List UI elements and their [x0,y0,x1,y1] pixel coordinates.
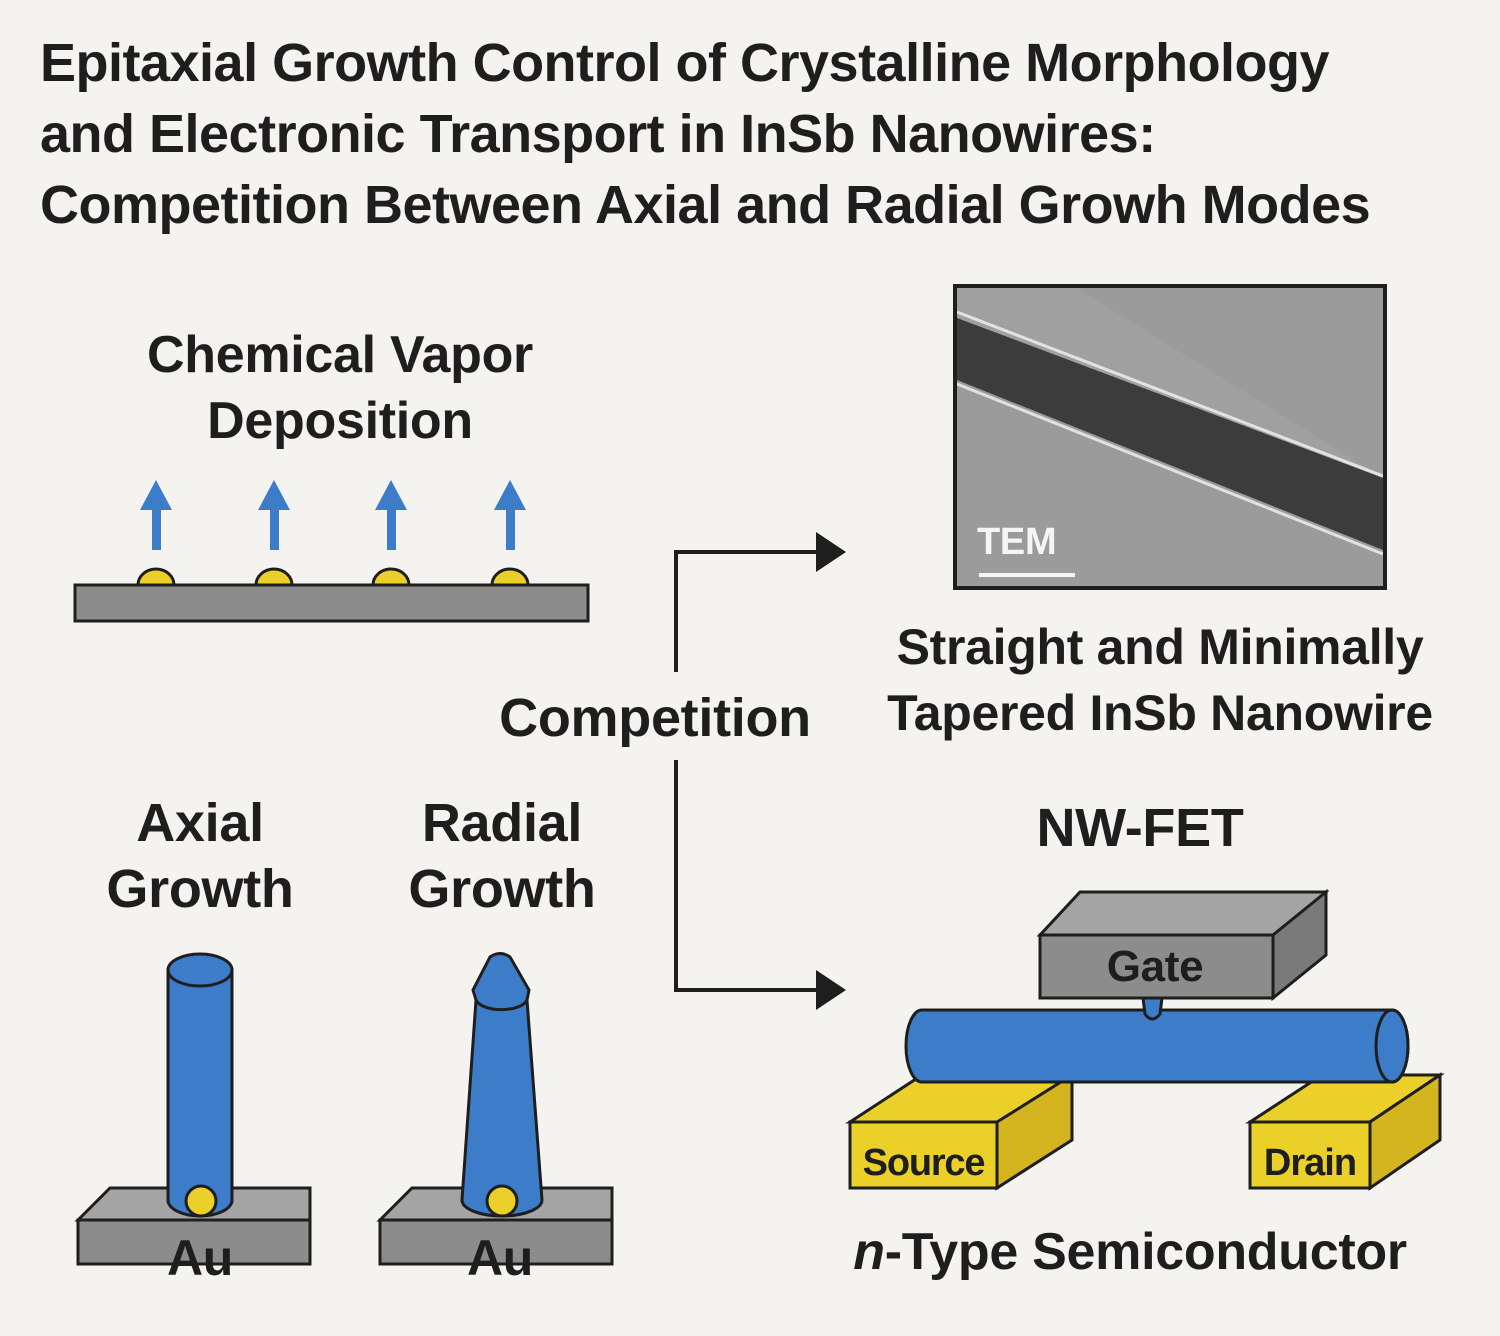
cvd-label-line-1: Chemical Vapor [147,326,533,384]
radial-nanowire-tip [471,952,531,1012]
arrow-to-tem [674,550,822,672]
axial-growth-illustration [74,952,312,1266]
cvd-catalyst-4 [490,567,530,587]
axial-au-label: Au [166,1230,234,1286]
axial-substrate-front [76,1218,312,1266]
cvd-catalyst-1 [136,567,176,587]
title-line-2: and Electronic Transport in InSb Nanowir… [40,104,1156,164]
cvd-catalyst-3 [371,567,411,587]
tem-image [953,284,1387,590]
radial-growth-illustration [376,952,614,1266]
axial-label-line-1: Axial [136,793,264,853]
axial-nanowire [166,968,234,1218]
axial-growth-label: Axial Growth [70,790,330,922]
drain-label: Drain [1263,1142,1357,1184]
tem-label: TEM [977,521,1057,563]
vapor-arrow-3 [375,480,407,550]
title-line-1: Epitaxial Growth Control of Crystalline … [40,33,1330,93]
radial-substrate-front [378,1218,614,1266]
radial-nanowire [460,998,544,1218]
semiconductor-type-suffix: -Type Semiconductor [884,1223,1407,1281]
axial-au-catalyst [184,1184,218,1218]
semiconductor-type-prefix: n [853,1223,885,1281]
cvd-label-line-2: Deposition [207,392,473,450]
vapor-arrow-2 [258,480,290,550]
radial-au-catalyst [485,1184,519,1218]
competition-label: Competition [499,688,811,748]
axial-label-line-2: Growth [106,859,294,919]
vapor-arrow-1 [140,480,172,550]
arrowhead-fet [816,970,846,1010]
source-electrode-front [848,1120,999,1190]
drain-electrode-front [1248,1120,1372,1190]
radial-au-label: Au [466,1230,534,1286]
cvd-label: Chemical Vapor Deposition [90,322,590,454]
nanowire-caption-line-1: Straight and Minimally [896,619,1424,675]
fet-nanowire [904,1008,1410,1084]
cvd-catalyst-2 [254,567,294,587]
competition-connector [674,532,846,1010]
nw-fet-title: NW-FET [1036,798,1244,858]
nanowire-caption: Straight and Minimally Tapered InSb Nano… [840,614,1480,746]
title-line-3: Competition Between Axial and Radial Gro… [40,175,1371,235]
arrow-to-fet [674,760,822,992]
arrowhead-tem [816,532,846,572]
cvd-substrate-group [73,480,590,623]
gate-label: Gate [1106,942,1204,991]
radial-label-line-1: Radial [421,793,583,853]
tem-nanowire-band [957,318,1383,550]
tem-micrograph [957,288,1383,586]
radial-growth-label: Radial Growth [372,790,632,922]
gate-contact [1141,996,1164,1021]
cvd-substrate [73,583,590,623]
nanowire-caption-line-2: Tapered InSb Nanowire [887,685,1433,741]
figure-title: Epitaxial Growth Control of Crystalline … [40,28,1480,241]
fet-nanowire-end [1374,1008,1410,1084]
semiconductor-type-label: n-Type Semiconductor [800,1220,1460,1284]
source-label: Source [862,1142,986,1184]
axial-nanowire-top [166,952,234,988]
nw-fet-device [844,888,1445,1191]
vapor-arrow-4 [494,480,526,550]
radial-label-line-2: Growth [408,859,596,919]
